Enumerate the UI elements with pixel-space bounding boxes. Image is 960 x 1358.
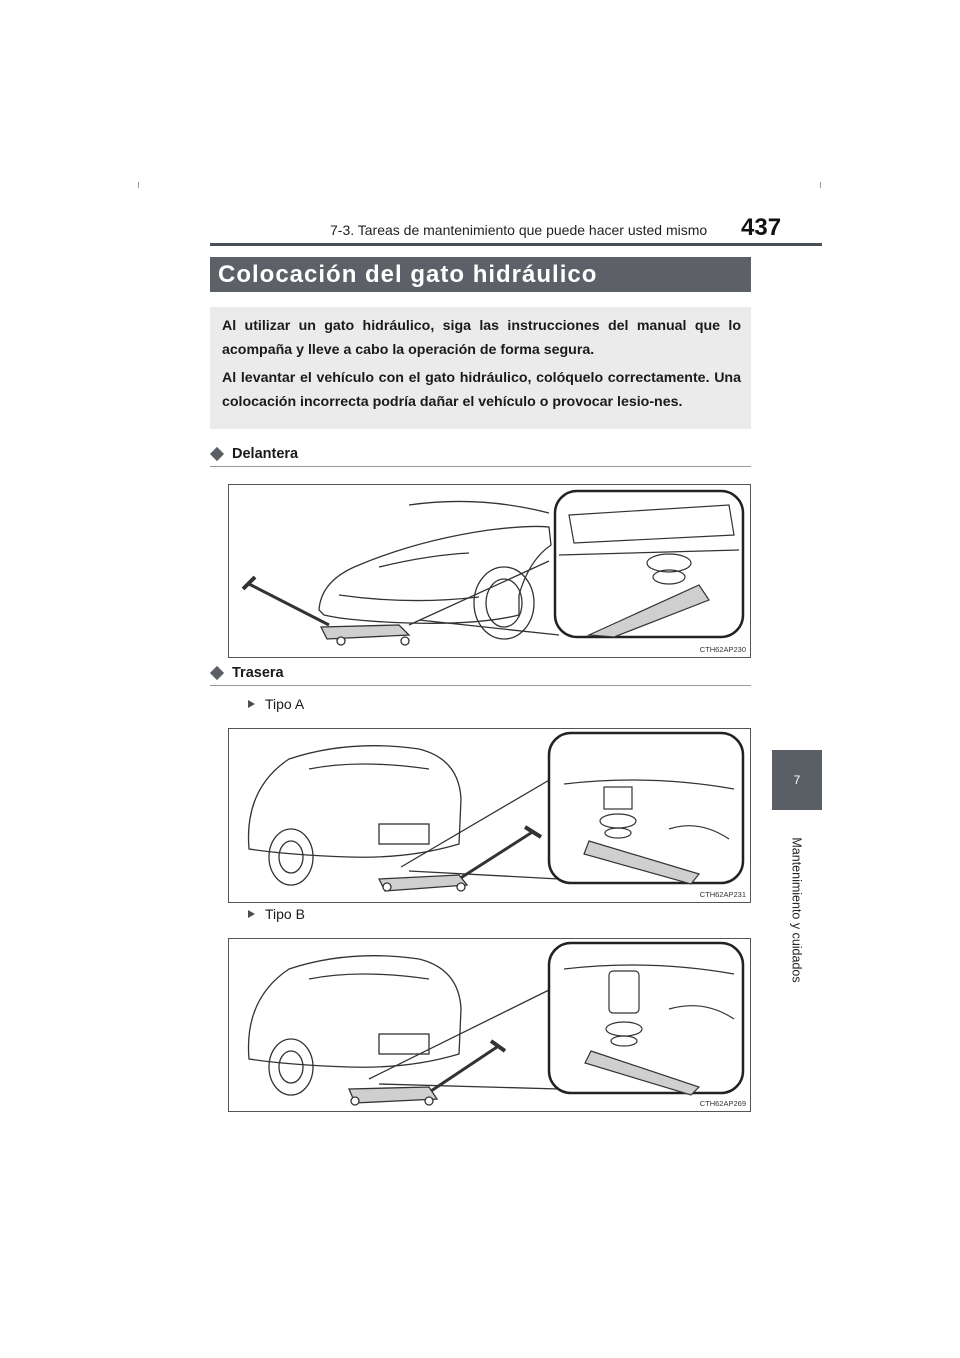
chapter-side-label: Mantenimiento y cuidados bbox=[760, 800, 834, 1020]
section-heading-rear-text: Trasera bbox=[232, 665, 284, 681]
crop-mark-right bbox=[820, 182, 821, 188]
section-rule-rear bbox=[210, 685, 751, 686]
section-heading-front-text: Delantera bbox=[232, 446, 299, 462]
car-grille bbox=[338, 594, 480, 602]
zoom-line-2 bbox=[408, 870, 560, 880]
car-rear-wheel bbox=[268, 1038, 314, 1096]
jack-handle bbox=[246, 581, 330, 627]
chapter-number: 7 bbox=[793, 773, 801, 787]
rear-type-b-illustration bbox=[247, 941, 745, 1106]
zoom-line-2 bbox=[418, 619, 560, 636]
car-rear-wheel bbox=[268, 828, 314, 886]
page-title: Colocación del gato hidráulico bbox=[210, 257, 751, 292]
subheading-type-a-text: Tipo A bbox=[265, 696, 305, 712]
diamond-bullet-icon bbox=[209, 446, 225, 462]
zoom-line-1 bbox=[400, 778, 552, 868]
figure-code-type-b: CTH62AP269 bbox=[699, 1099, 746, 1108]
chapter-tab: 7 bbox=[772, 750, 822, 810]
jack-arm-detail bbox=[586, 584, 710, 638]
jack-handle bbox=[458, 829, 535, 881]
floor-jack bbox=[319, 624, 411, 646]
intro-paragraph-1: Al utilizar un gato hidráulico, siga las… bbox=[222, 318, 741, 358]
subheading-type-a: Tipo A bbox=[248, 696, 304, 712]
figure-code-type-a: CTH62AP231 bbox=[699, 890, 746, 899]
triangle-bullet-icon bbox=[248, 700, 255, 708]
figure-code-front: CTH62AP230 bbox=[699, 645, 746, 654]
floor-jack bbox=[348, 1086, 439, 1106]
section-rule-front bbox=[210, 466, 751, 467]
car-headlight bbox=[378, 552, 470, 568]
car-rear-body bbox=[247, 745, 462, 858]
chapter-title: Mantenimiento y cuidados bbox=[790, 837, 805, 983]
figure-rear-type-a: CTH62AP231 bbox=[228, 728, 751, 903]
floor-jack bbox=[377, 874, 469, 892]
page-number: 437 bbox=[741, 214, 782, 241]
subheading-type-b: Tipo B bbox=[248, 906, 305, 922]
front-jack-illustration bbox=[241, 489, 745, 646]
intro-paragraph-2: Al levantar el vehículo con el gato hidr… bbox=[222, 370, 741, 410]
zoom-line-2 bbox=[378, 1083, 560, 1090]
running-header-section: 7-3. Tareas de mantenimiento que puede h… bbox=[330, 222, 708, 238]
car-front-body bbox=[318, 525, 552, 624]
diamond-bullet-icon bbox=[209, 665, 225, 681]
intro-box: Al utilizar un gato hidráulico, siga las… bbox=[210, 307, 751, 429]
triangle-bullet-icon bbox=[248, 910, 255, 918]
rear-type-a-illustration bbox=[247, 731, 745, 892]
figure-front-jack: CTH62AP230 bbox=[228, 484, 751, 658]
car-front-wheel bbox=[473, 566, 535, 640]
subheading-type-b-text: Tipo B bbox=[265, 906, 305, 922]
section-heading-front: Delantera bbox=[209, 446, 299, 462]
jack-arm-detail bbox=[584, 1050, 701, 1096]
section-heading-rear: Trasera bbox=[209, 665, 284, 681]
zoom-line-1 bbox=[408, 560, 550, 626]
car-rear-body bbox=[247, 955, 462, 1068]
zoom-line-1 bbox=[368, 988, 552, 1080]
header-rule bbox=[210, 243, 822, 246]
figure-rear-type-b: CTH62AP269 bbox=[228, 938, 751, 1112]
crop-mark-left bbox=[138, 182, 139, 188]
jack-arm-detail bbox=[583, 840, 701, 885]
